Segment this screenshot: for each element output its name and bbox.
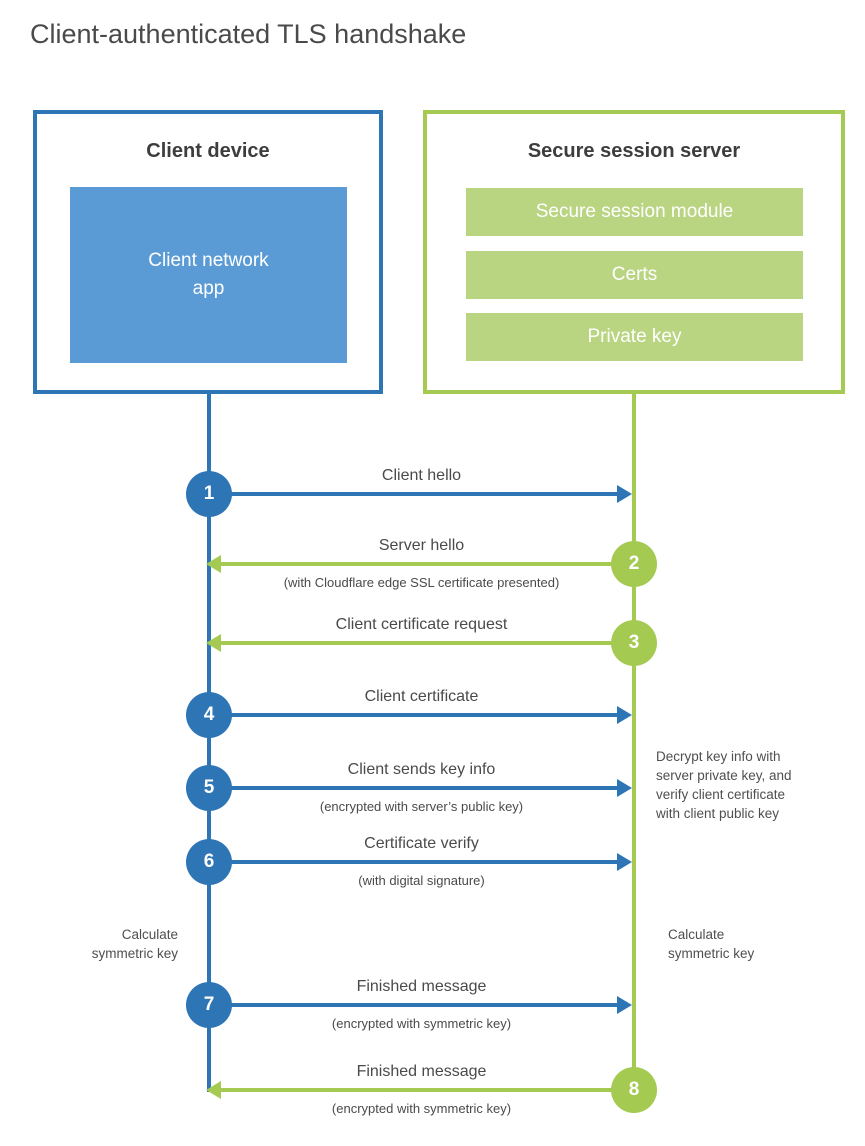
client-device-box: Client device Client network app bbox=[33, 110, 383, 394]
step-number-badge: 2 bbox=[611, 541, 657, 587]
step-number-badge: 5 bbox=[186, 765, 232, 811]
step-number-badge: 7 bbox=[186, 982, 232, 1028]
arrow-shaft bbox=[229, 713, 623, 717]
step-number-badge: 8 bbox=[611, 1067, 657, 1113]
arrow-right-icon bbox=[617, 853, 632, 871]
server-lifeline bbox=[632, 394, 636, 1090]
arrow-left-icon bbox=[206, 555, 221, 573]
step-number-badge: 3 bbox=[611, 620, 657, 666]
arrow-right-icon bbox=[617, 996, 632, 1014]
calculate-symmetric-key-note-server: Calculate symmetric key bbox=[668, 927, 755, 961]
page-title: Client-authenticated TLS handshake bbox=[30, 19, 467, 49]
message-label: Client hello bbox=[381, 467, 462, 484]
arrow-right-icon bbox=[617, 779, 632, 797]
message-sublabel: (with digital signature) bbox=[358, 873, 485, 888]
message-label: Client certificate request bbox=[335, 616, 508, 633]
calculate-symmetric-key-note-client: Calculate symmetric key bbox=[91, 927, 178, 961]
message-label: Client sends key info bbox=[347, 761, 496, 778]
arrow-shaft bbox=[229, 1003, 623, 1007]
arrow-shaft bbox=[220, 562, 614, 566]
arrow-right-icon bbox=[617, 485, 632, 503]
arrow-left-icon bbox=[206, 1081, 221, 1099]
arrow-shaft bbox=[229, 786, 623, 790]
message-label: Finished message bbox=[356, 1063, 487, 1080]
message-label: Server hello bbox=[378, 537, 465, 554]
step-number-badge: 1 bbox=[186, 471, 232, 517]
client-network-app-box: Client network app bbox=[70, 187, 347, 363]
arrow-left-icon bbox=[206, 634, 221, 652]
message-sublabel: (encrypted with symmetric key) bbox=[331, 1016, 512, 1031]
secure-session-server-title: Secure session server bbox=[527, 140, 741, 162]
message-label: Finished message bbox=[356, 978, 487, 995]
message-sublabel: (with Cloudflare edge SSL certificate pr… bbox=[283, 575, 560, 590]
arrow-shaft bbox=[229, 492, 623, 496]
arrow-shaft bbox=[229, 860, 623, 864]
message-sublabel: (encrypted with server’s public key) bbox=[319, 799, 524, 814]
server-module-private-key: Private key bbox=[466, 313, 803, 361]
client-lifeline bbox=[207, 394, 211, 1092]
decrypt-key-info-note: Decrypt key info with server private key… bbox=[656, 749, 792, 821]
step-number-badge: 6 bbox=[186, 839, 232, 885]
arrow-shaft bbox=[220, 641, 614, 645]
step-number-badge: 4 bbox=[186, 692, 232, 738]
server-module-secure-session-module: Secure session module bbox=[466, 188, 803, 236]
arrow-shaft bbox=[220, 1088, 614, 1092]
client-device-title: Client device bbox=[146, 140, 270, 162]
message-label: Certificate verify bbox=[364, 835, 479, 852]
server-module-certs: Certs bbox=[466, 251, 803, 299]
secure-session-server-box: Secure session server Secure session mod… bbox=[423, 110, 845, 394]
message-label: Client certificate bbox=[364, 688, 479, 705]
arrow-right-icon bbox=[617, 706, 632, 724]
message-sublabel: (encrypted with symmetric key) bbox=[331, 1101, 512, 1116]
